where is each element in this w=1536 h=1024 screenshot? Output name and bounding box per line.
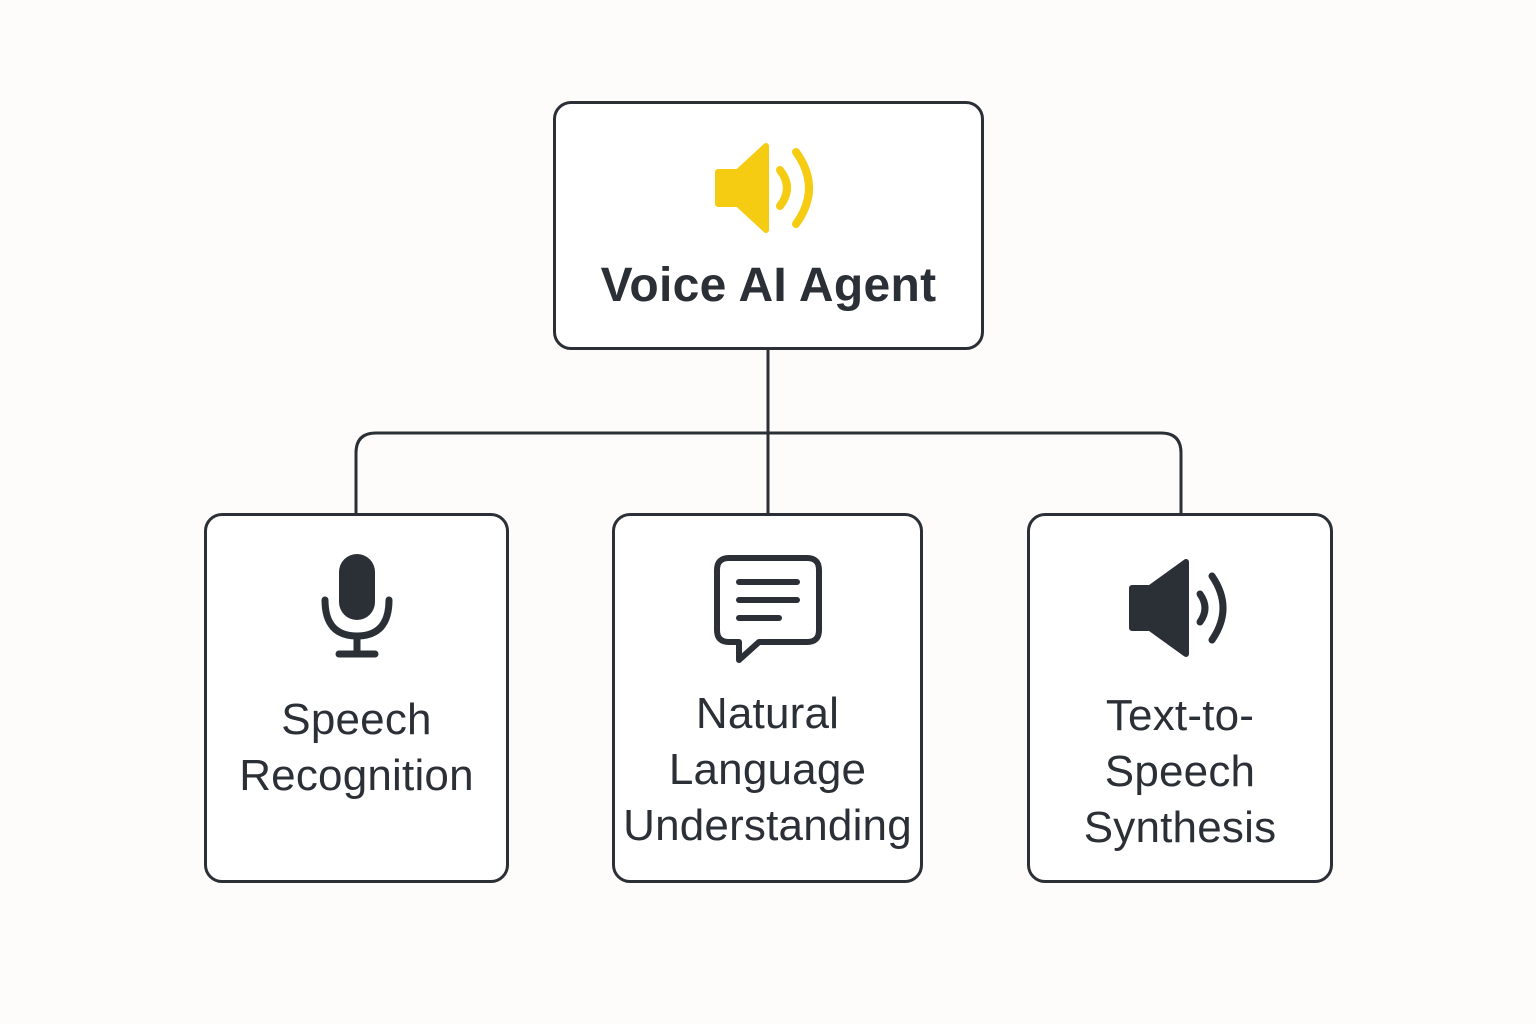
chat-bubble-icon [713,555,822,663]
speaker-icon [714,143,813,233]
label-line: Language [668,745,867,794]
label-line: Recognition [239,751,474,800]
child-node-text-to-speech-synthesis: Text-to- Speech Synthesis [1027,513,1333,883]
label-line: Understanding [623,801,912,850]
label-line: Speech [1104,747,1256,796]
child-label-natural-language-understanding: Natural Language Understanding [615,686,920,854]
child-label-speech-recognition: Speech Recognition [207,692,506,804]
root-title: Voice AI Agent [600,259,937,312]
child-label-text-to-speech-synthesis: Text-to- Speech Synthesis [1030,688,1330,856]
label-line: Text-to- [1105,691,1255,740]
child-node-speech-recognition: Speech Recognition [204,513,509,883]
label-line: Natural [695,689,840,738]
microphone-icon [321,554,392,658]
root-node-voice-ai-agent: Voice AI Agent [553,101,984,350]
label-line: Synthesis [1083,803,1277,852]
label-line: Speech [281,695,432,744]
child-node-natural-language-understanding: Natural Language Understanding [612,513,923,883]
speaker-icon [1129,559,1227,657]
